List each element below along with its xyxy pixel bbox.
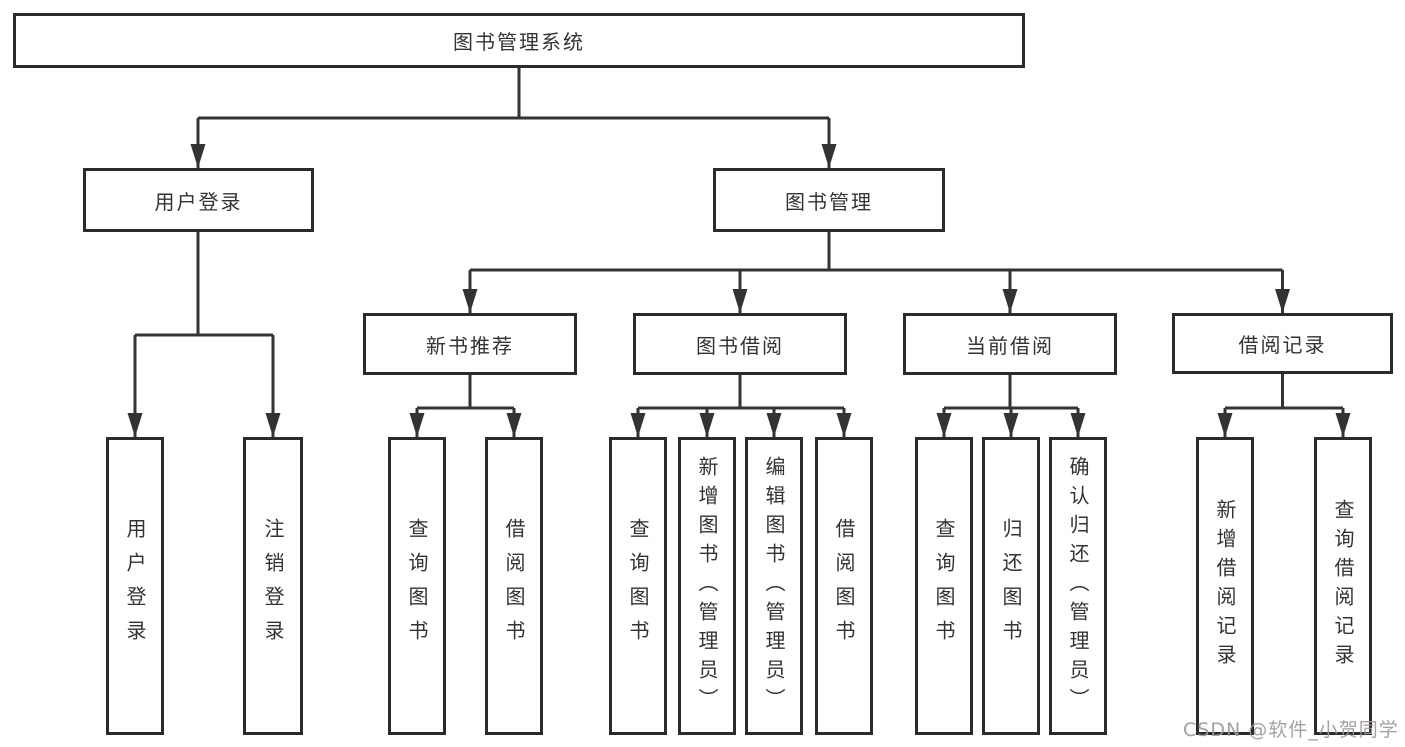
leaf-label: 编辑图书（管理员） bbox=[762, 455, 786, 717]
leaf-borrow-borrow-book: 借阅图书 bbox=[815, 437, 873, 735]
leaf-borrow-add-book-admin: 新增图书（管理员） bbox=[678, 437, 736, 735]
node-label: 图书管理 bbox=[785, 189, 873, 214]
csdn-watermark: CSDN @软件_小贺同学 bbox=[1183, 719, 1399, 741]
leaf-label: 借阅图书 bbox=[832, 518, 856, 654]
node-label: 新书推荐 bbox=[426, 333, 514, 358]
leaf-label: 归还图书 bbox=[999, 518, 1023, 654]
node-current-borrow: 当前借阅 bbox=[903, 313, 1117, 375]
leaf-label: 确认归还（管理员） bbox=[1066, 455, 1090, 717]
node-new-book-recommend: 新书推荐 bbox=[363, 313, 577, 375]
leaf-label: 新增借阅记录 bbox=[1213, 499, 1237, 673]
node-book-borrow: 图书借阅 bbox=[633, 313, 847, 375]
leaf-label: 注销登录 bbox=[261, 518, 285, 654]
node-label: 图书管理系统 bbox=[453, 30, 585, 54]
node-book-management: 图书管理 bbox=[713, 168, 945, 232]
leaf-record-query-borrow-record: 查询借阅记录 bbox=[1314, 437, 1372, 735]
node-label: 用户登录 bbox=[154, 189, 243, 214]
leaf-label: 借阅图书 bbox=[502, 518, 526, 654]
leaf-current-return-book: 归还图书 bbox=[982, 437, 1040, 735]
leaf-new-borrow-book: 借阅图书 bbox=[485, 437, 543, 735]
node-library-management-system: 图书管理系统 bbox=[13, 13, 1025, 68]
node-label: 当前借阅 bbox=[966, 333, 1054, 358]
node-label: 图书借阅 bbox=[696, 333, 784, 358]
leaf-label: 查询图书 bbox=[932, 518, 956, 654]
leaf-record-add-borrow-record: 新增借阅记录 bbox=[1196, 437, 1254, 735]
leaf-borrow-edit-book-admin: 编辑图书（管理员） bbox=[745, 437, 803, 735]
leaf-label: 查询图书 bbox=[405, 518, 429, 654]
node-borrow-record: 借阅记录 bbox=[1172, 313, 1393, 374]
leaf-label: 查询图书 bbox=[626, 518, 650, 654]
leaf-logout: 注销登录 bbox=[243, 437, 303, 735]
leaf-label: 查询借阅记录 bbox=[1331, 499, 1355, 673]
leaf-label: 新增图书（管理员） bbox=[695, 455, 719, 717]
node-user-login: 用户登录 bbox=[83, 168, 314, 232]
leaf-current-query-book: 查询图书 bbox=[915, 437, 973, 735]
leaf-new-query-book: 查询图书 bbox=[388, 437, 446, 735]
node-label: 借阅记录 bbox=[1238, 333, 1327, 357]
leaf-borrow-query-book: 查询图书 bbox=[609, 437, 667, 735]
leaf-current-confirm-return-admin: 确认归还（管理员） bbox=[1049, 437, 1107, 735]
leaf-label: 用户登录 bbox=[123, 518, 147, 654]
leaf-user-login: 用户登录 bbox=[106, 437, 164, 735]
